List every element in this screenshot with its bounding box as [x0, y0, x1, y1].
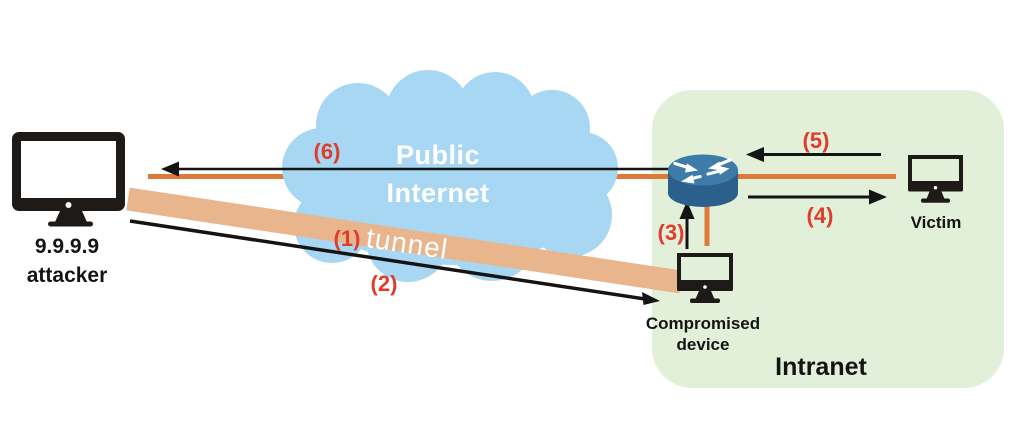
compromised-computer-icon: [677, 253, 733, 303]
attacker-computer-icon: [12, 132, 125, 227]
step6-label: (6): [314, 139, 341, 164]
arrow-step5: [746, 147, 881, 162]
cloud-label-line2: Internet: [386, 178, 489, 208]
step5-label: (5): [803, 128, 830, 153]
router-arrowheads: [681, 161, 730, 184]
arrow-step4-head: [869, 189, 887, 205]
arrow-step5-head: [746, 147, 764, 162]
step3-label: (3): [658, 220, 685, 245]
arrow-step6-head: [161, 161, 179, 177]
arrow-step6: [161, 161, 672, 177]
victim-screen: [908, 155, 963, 185]
attacker-ip-label: 9.9.9.9: [35, 235, 99, 258]
compromised-label-line2: device: [677, 335, 730, 354]
arrow-step4: [748, 189, 887, 205]
tunnel-band: [126, 187, 683, 294]
intranet-label: Intranet: [775, 353, 867, 381]
attacker-screen: [21, 141, 116, 198]
arrow-step2-head: [642, 292, 660, 305]
router-icon: [668, 154, 738, 207]
arrow-step2: [129, 219, 660, 305]
attacker-label: attacker: [27, 264, 108, 287]
compromised-label-line1: Compromised: [646, 314, 760, 333]
victim-label: Victim: [911, 213, 962, 232]
victim-computer-icon: [908, 155, 963, 203]
arrow-step3: [679, 201, 695, 249]
step4-label: (4): [807, 203, 834, 228]
step2-label: (2): [371, 271, 398, 296]
router-arrows: [673, 158, 732, 181]
cloud-label-line1: Public: [396, 140, 480, 170]
arrow-step3-head: [679, 201, 695, 219]
compromised-screen: [677, 253, 733, 284]
step1-label: (1): [334, 226, 361, 251]
